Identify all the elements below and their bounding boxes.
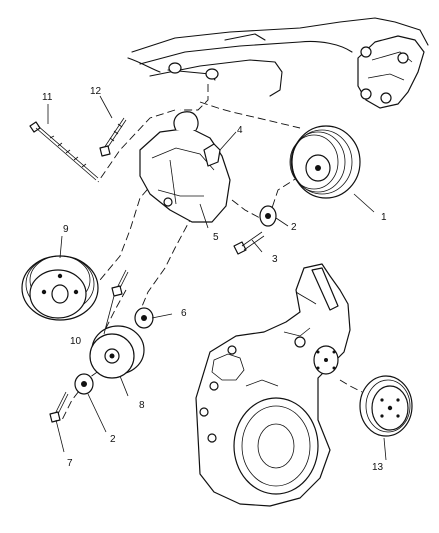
callout-2-lower: 2 xyxy=(110,434,116,445)
bolt-12 xyxy=(99,117,127,157)
pump-bracket xyxy=(139,111,231,223)
nut-2-lower xyxy=(74,373,94,395)
pulley-13 xyxy=(359,375,413,437)
pulley-9 xyxy=(21,255,99,321)
spacer-6 xyxy=(134,307,154,329)
callout-11: 11 xyxy=(42,92,53,103)
callout-6: 6 xyxy=(181,308,187,319)
callout-9: 9 xyxy=(63,224,69,235)
callout-8: 8 xyxy=(139,400,145,411)
engine-block xyxy=(195,263,351,507)
bolt-11 xyxy=(29,121,99,181)
idler-pulley-8 xyxy=(89,325,145,379)
pulley-1 xyxy=(289,125,361,199)
callout-labels: 1 2 3 4 5 6 7 8 9 10 11 12 2 13 xyxy=(42,86,387,473)
upper-mount-bracket xyxy=(357,35,425,109)
callout-13: 13 xyxy=(372,462,384,473)
callout-5: 5 xyxy=(213,232,219,243)
bolt-10 xyxy=(111,269,129,297)
nut-2-upper xyxy=(259,205,277,227)
bolt-3 xyxy=(233,231,265,255)
callout-12: 12 xyxy=(90,86,102,97)
bolt-7 xyxy=(49,391,69,423)
callout-3: 3 xyxy=(272,254,278,265)
callout-1: 1 xyxy=(381,212,387,223)
callout-7: 7 xyxy=(67,458,73,469)
callout-10: 10 xyxy=(70,336,82,347)
callout-4: 4 xyxy=(237,125,243,136)
leader-lines xyxy=(47,95,387,461)
engine-upper-outline xyxy=(127,17,429,97)
callout-2-upper: 2 xyxy=(291,222,297,233)
